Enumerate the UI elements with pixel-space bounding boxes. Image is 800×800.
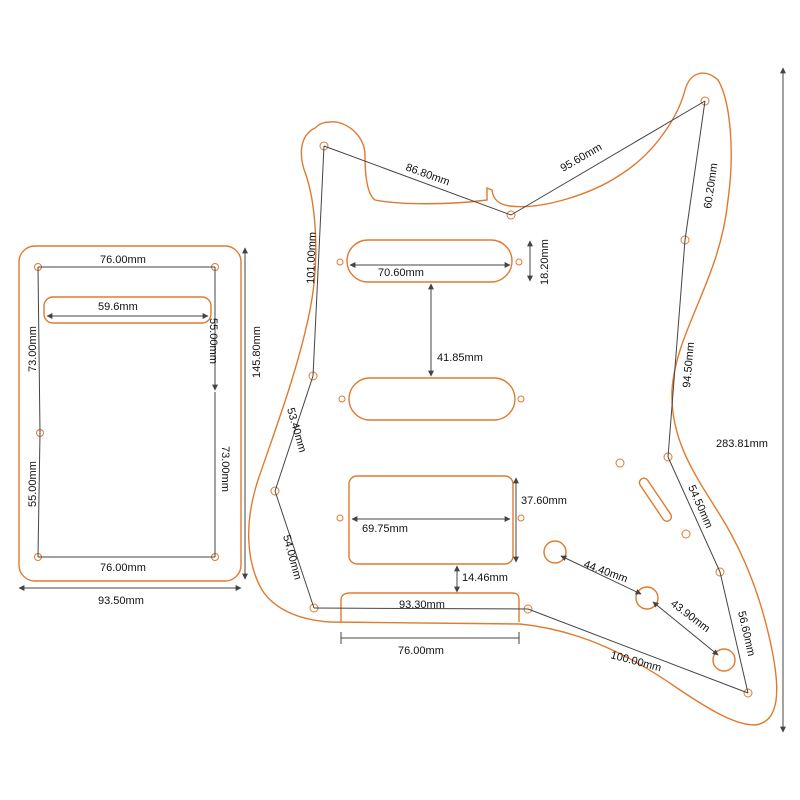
label-humbucker-height: 37.60mm	[521, 495, 567, 507]
label-bottom-lower: 100.00mm	[609, 649, 662, 674]
dim-horn-right1	[684, 100, 706, 241]
label-right2-right3: 54.50mm	[685, 483, 715, 530]
backplate-right-upper-label: 55.00mm	[207, 318, 219, 364]
backplate-bottom-label: 76.00mm	[100, 562, 146, 574]
label-bottom-screw-span: 93.30mm	[399, 599, 445, 611]
label-right1-right2: 94.50mm	[681, 342, 697, 389]
label-left-top-mid: 101.00mm	[305, 232, 319, 284]
humbucker-screw	[336, 514, 344, 522]
label-center-horn: 95.60mm	[559, 141, 605, 174]
backplate-right-lower-label: 73.00mm	[219, 446, 231, 492]
label-knob1-knob2: 44.40mm	[582, 559, 629, 586]
neck-pickup-screw	[336, 258, 344, 266]
dim-knob1-knob2	[560, 555, 642, 595]
backplate-slot	[43, 296, 212, 324]
middle-pickup-screw	[338, 395, 346, 403]
dim-center-horn	[510, 100, 706, 216]
backplate-top-label: 76.00mm	[100, 254, 146, 266]
dim-left-mid-lower	[274, 375, 314, 492]
backplate-left-lower-label: 55.00mm	[27, 461, 39, 507]
backplate-slot-label: 59.6mm	[98, 301, 138, 313]
bottom-cutout	[340, 592, 520, 622]
dim-left-bottom	[274, 490, 315, 609]
neck-pickup	[346, 239, 513, 283]
humbucker-screw	[517, 514, 525, 522]
label-cutout-width: 76.00mm	[398, 645, 444, 657]
dim-right3-bottom	[719, 571, 749, 694]
backplate-left-dim	[37, 266, 41, 434]
backplate-outline	[18, 245, 242, 582]
backplate-width-label: 93.50mm	[98, 595, 144, 607]
dim-lower-span	[313, 607, 529, 610]
label-humbucker-width: 69.75mm	[362, 523, 408, 535]
middle-pickup-screw	[517, 395, 525, 403]
dim-right2-right3	[667, 456, 721, 573]
backplate: 76.00mm 59.6mm 73.00mm 55.00mm 55.00mm 7…	[18, 245, 263, 607]
dim-right1-right2	[667, 239, 686, 458]
label-left-lower-bottom: 54.00mm	[280, 534, 303, 581]
label-left-mid-lower: 53.40mm	[284, 407, 308, 454]
pickguard: 86.80mm 95.60mm 60.20mm 94.50mm 54.50mm …	[248, 67, 786, 733]
label-knob2-knob3: 43.90mm	[668, 598, 712, 635]
backplate-left-dim	[37, 432, 41, 558]
label-neck-width: 70.60mm	[378, 267, 424, 279]
switch-hole	[615, 458, 625, 468]
dim-bottom-lower	[527, 608, 749, 694]
tone2-knob-hole	[712, 648, 736, 672]
label-overall-height: 283.81mm	[716, 438, 768, 450]
pickguard-outline	[248, 72, 778, 726]
label-neck-height: 18.20mm	[539, 239, 551, 285]
dim-left-top-mid	[312, 145, 325, 377]
dim-top-left-center	[323, 145, 512, 216]
label-pickup-gap: 41.85mm	[437, 352, 483, 364]
backplate-height-label: 145.80mm	[251, 326, 263, 378]
humbucker-pickup	[348, 475, 514, 565]
neck-pickup-screw	[515, 258, 523, 266]
backplate-left-upper-label: 73.00mm	[27, 326, 39, 372]
tone-knob-hole	[635, 586, 659, 610]
label-horn-right1: 60.20mm	[702, 162, 720, 209]
switch-hole	[681, 529, 691, 539]
volume-knob-hole	[543, 540, 567, 564]
switch-slot	[638, 477, 673, 522]
middle-pickup	[348, 377, 516, 421]
dim-knob2-knob3	[652, 601, 719, 656]
label-humbucker-edge: 14.46mm	[462, 572, 508, 584]
